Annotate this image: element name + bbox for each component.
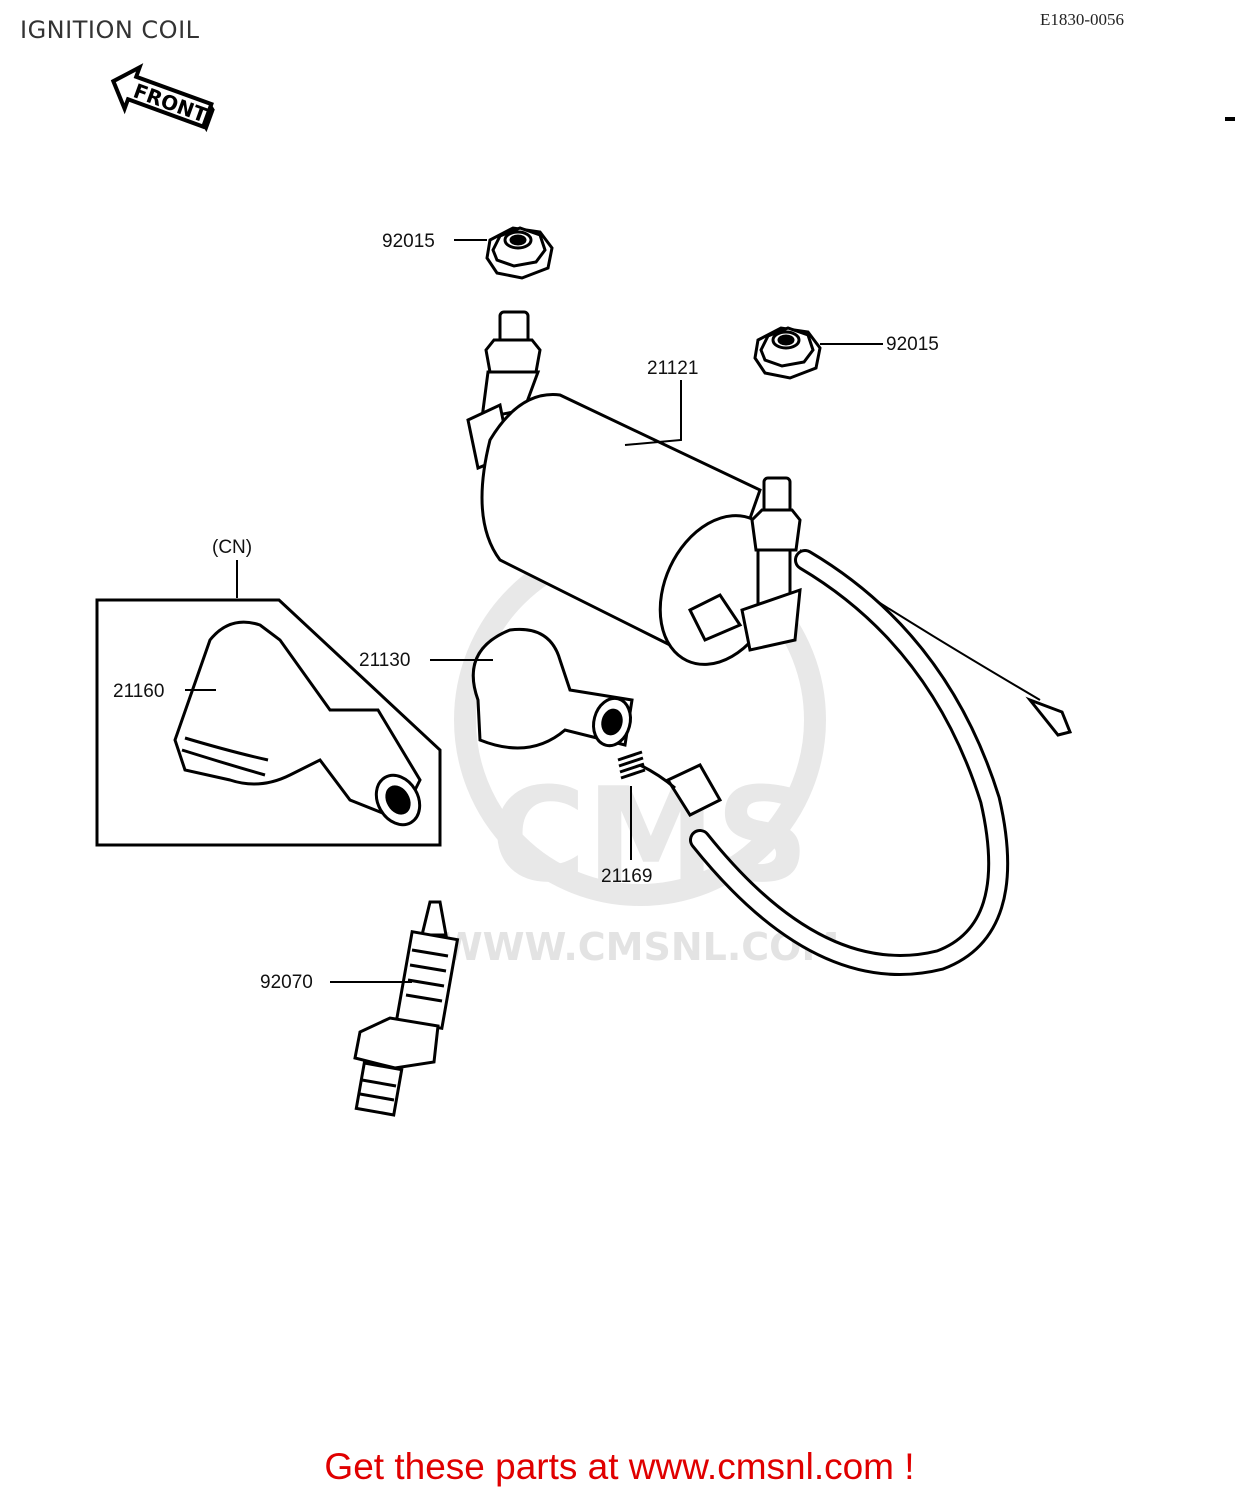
callout-92015-right: 92015 bbox=[886, 334, 939, 355]
page-title: IGNITION COIL bbox=[20, 16, 200, 44]
nut-top-right-icon bbox=[753, 326, 822, 380]
callout-cn: (CN) bbox=[212, 537, 252, 558]
callout-21121: 21121 bbox=[647, 358, 698, 379]
cap-icon bbox=[471, 627, 634, 750]
front-label: FRONT bbox=[130, 79, 210, 128]
spark-plug-icon bbox=[353, 900, 460, 1117]
callout-21169: 21169 bbox=[601, 866, 652, 887]
edge-mark bbox=[1225, 117, 1235, 121]
ignition-coil-icon bbox=[466, 310, 1073, 976]
cn-bracket bbox=[95, 598, 442, 847]
watermark-logo: CMS bbox=[491, 759, 809, 911]
drawing-code: E1830-0056 bbox=[1040, 10, 1125, 29]
watermark-url: WWW.CMSNL.COM bbox=[441, 925, 840, 969]
callout-92070: 92070 bbox=[260, 972, 313, 993]
leader-lines bbox=[185, 239, 883, 983]
spring-icon bbox=[617, 750, 676, 790]
callout-92015-left: 92015 bbox=[382, 231, 435, 252]
front-arrow-icon: FRONT bbox=[110, 63, 215, 133]
callout-21130: 21130 bbox=[359, 650, 410, 671]
callout-21160: 21160 bbox=[113, 681, 164, 702]
footer-link[interactable]: Get these parts at www.cmsnl.com ! bbox=[324, 1446, 915, 1487]
nut-top-left-icon bbox=[485, 226, 554, 280]
plug-cap-cn-icon bbox=[173, 620, 422, 827]
